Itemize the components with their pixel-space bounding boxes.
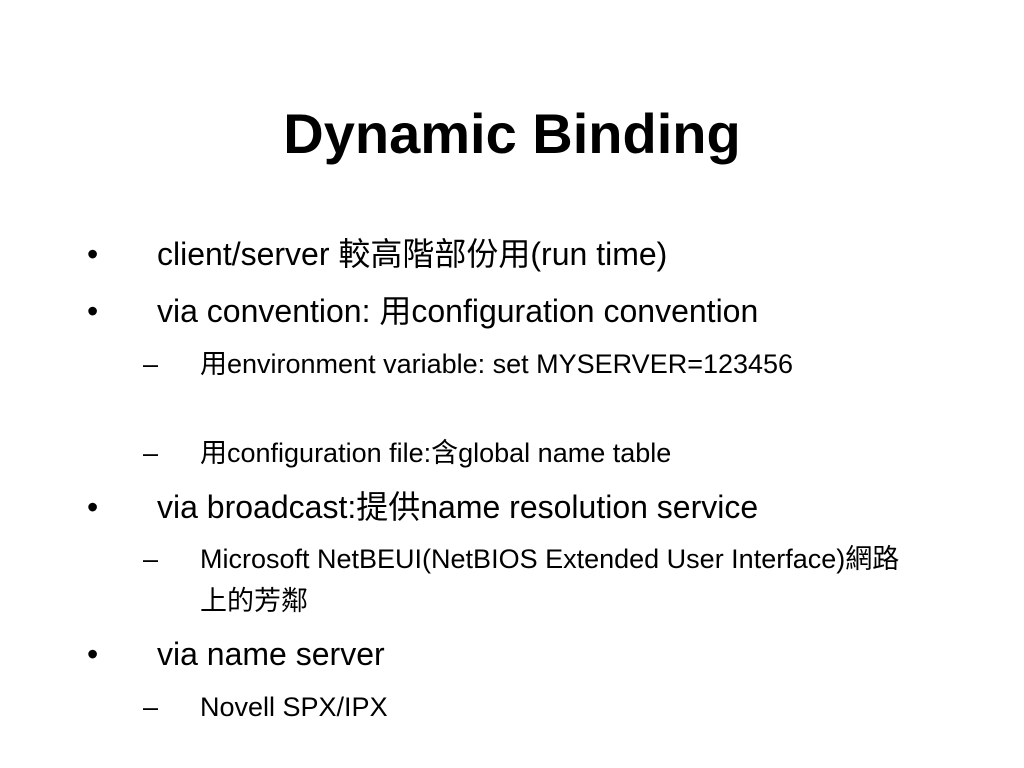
bullet-text: client/server 較高階部份用(run time) bbox=[157, 236, 668, 272]
sub-bullet-text: 用configuration file:含global name table bbox=[200, 438, 672, 468]
sub-bullet-text: 用environment variable: set MYSERVER=1234… bbox=[200, 349, 794, 379]
dash-marker: – bbox=[143, 544, 159, 574]
dash-marker: – bbox=[143, 692, 159, 722]
sub-bullet-text: Novell SPX/IPX bbox=[200, 692, 388, 722]
dash-marker: – bbox=[143, 349, 159, 379]
bullet-text: via convention: 用configuration conventio… bbox=[157, 293, 759, 329]
bullet-marker: • bbox=[87, 293, 99, 329]
bullet-marker: • bbox=[87, 489, 99, 525]
bullet-marker: • bbox=[87, 236, 99, 272]
dash-marker: – bbox=[143, 438, 159, 468]
slide-title: Dynamic Binding bbox=[283, 102, 741, 165]
bullet-marker: • bbox=[87, 636, 99, 672]
bullet-text: via broadcast:提供name resolution service bbox=[157, 489, 759, 525]
sub-bullet-text: Microsoft NetBEUI(NetBIOS Extended User … bbox=[200, 544, 900, 616]
bullet-text: via name server bbox=[157, 636, 385, 672]
